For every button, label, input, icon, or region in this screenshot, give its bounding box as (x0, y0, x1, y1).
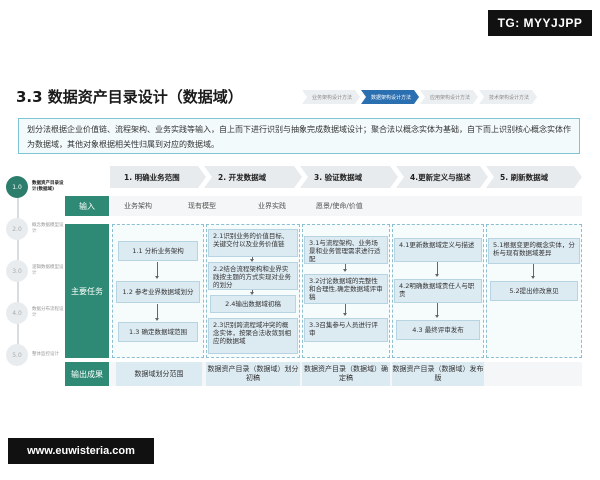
phase-header-3: 3. 验证数据域 (300, 166, 398, 188)
task-box-4-3: 4.3 最终评审发布 (396, 320, 480, 340)
step-app-arch[interactable]: 应用架构设计方法 (420, 90, 478, 104)
task-box-4-1: 4.1更新数据域定义与描述 (394, 238, 482, 262)
task-box-2-3: 2.3识别跨流程域冲突的概念实体，按聚合法收敛到相应的数据域 (208, 318, 298, 354)
track-label: 数据资产目录设计(数据域) (32, 181, 64, 192)
input-vision: 愿景/使命/价值 (316, 202, 363, 210)
flow-arrow (250, 257, 254, 262)
task-box-3-2: 3.2讨论数据域的完整性和合理性,确定数据域评审稿 (304, 274, 388, 304)
track-label: 逻辑数据模型设计 (32, 265, 64, 276)
track-item-1[interactable]: 1.0 数据资产目录设计(数据域) (6, 176, 64, 198)
output-4: 数据资产目录（数据域）发布版 (392, 362, 484, 386)
task-box-4-2: 4.2明确数据域责任人与职责 (394, 279, 482, 303)
row-label-input: 输入 (65, 196, 109, 216)
row-label-main: 主要任务 (65, 224, 109, 358)
flow-arrow (343, 304, 347, 316)
flow-arrow (155, 304, 159, 321)
output-2: 数据资产目录（数据域）划分初稿 (206, 362, 300, 386)
track-circle: 5.0 (6, 344, 28, 366)
output-1: 数据域划分范围 (116, 362, 202, 386)
watermark-top: TG: MYYJJPP (488, 10, 592, 36)
flow-arrow (250, 290, 254, 295)
input-business-arch: 业务架构 (124, 202, 152, 210)
watermark-bottom: www.euwisteria.com (8, 438, 154, 464)
task-box-1-2: 1.2 参考业界数据域划分 (116, 281, 200, 303)
task-box-2-1: 2.1识别业务的价值目标、关键交付以及业务价值链 (208, 229, 298, 257)
task-box-3-1: 3.1与流程架构、业务场景和业务管理需求进行适配 (304, 236, 388, 264)
task-box-2-4: 2.4输出数据域初稿 (210, 295, 296, 313)
task-box-1-3: 1.3 确定数据域范围 (118, 322, 198, 342)
track-circle: 1.0 (6, 176, 28, 198)
input-row (110, 196, 582, 216)
output-3: 数据资产目录（数据域）确定稿 (302, 362, 390, 386)
page-title: 3.3 数据资产目录设计（数据域） (16, 88, 243, 106)
track-item-2[interactable]: 2.0 概念数据模型设计 (6, 218, 64, 240)
left-progress-track: 1.0 数据资产目录设计(数据域) 2.0 概念数据模型设计 3.0 逻辑数据模… (0, 170, 64, 370)
phase-header-1: 1. 明确业务范围 (110, 166, 206, 188)
track-circle: 4.0 (6, 302, 28, 324)
flow-arrow (343, 264, 347, 272)
task-box-1-1: 1.1 分析业务架构 (118, 241, 198, 261)
track-item-4[interactable]: 4.0 数据分布流程设计 (6, 302, 64, 324)
input-industry-practice: 业界实践 (258, 202, 286, 210)
track-label: 概念数据模型设计 (32, 223, 64, 234)
track-label: 数据分布流程设计 (32, 307, 64, 318)
task-box-3-3: 3.3召集参与人员进行评审 (304, 318, 388, 342)
track-circle: 3.0 (6, 260, 28, 282)
track-circle: 2.0 (6, 218, 28, 240)
task-box-5-2: 5.2提出修改意见 (490, 281, 578, 301)
flow-arrow (435, 262, 439, 277)
track-label: 整体监控设计 (32, 352, 59, 357)
phase-header-2: 2. 开发数据域 (204, 166, 302, 188)
step-tech-arch[interactable]: 技术架构设计方法 (479, 90, 537, 104)
phase-header-5: 5. 刷新数据域 (486, 166, 582, 188)
task-box-2-2: 2.2结合流程架构和业界实践按主题的方式实现对业务的划分 (208, 262, 298, 290)
intro-text: 划分法根据企业价值链、流程架构、业务实践等输入，自上而下进行识别与抽象完成数据域… (18, 118, 580, 154)
step-data-arch[interactable]: 数据架构设计方法 (361, 90, 419, 104)
task-box-5-1: 5.1根据变更的概念实体，分析与现有数据域差异 (488, 238, 580, 264)
row-label-output: 输出成果 (65, 362, 109, 386)
track-item-5[interactable]: 5.0 整体监控设计 (6, 344, 64, 366)
flow-arrow (435, 303, 439, 318)
flow-arrow (531, 264, 535, 279)
step-business-arch[interactable]: 业务架构设计方法 (302, 90, 360, 104)
track-item-3[interactable]: 3.0 逻辑数据模型设计 (6, 260, 64, 282)
method-steps: 业务架构设计方法 数据架构设计方法 应用架构设计方法 技术架构设计方法 (302, 90, 538, 104)
phase-header-4: 4.更新定义与描述 (396, 166, 488, 188)
flow-arrow (155, 262, 159, 279)
input-existing-model: 现有模型 (188, 202, 216, 210)
